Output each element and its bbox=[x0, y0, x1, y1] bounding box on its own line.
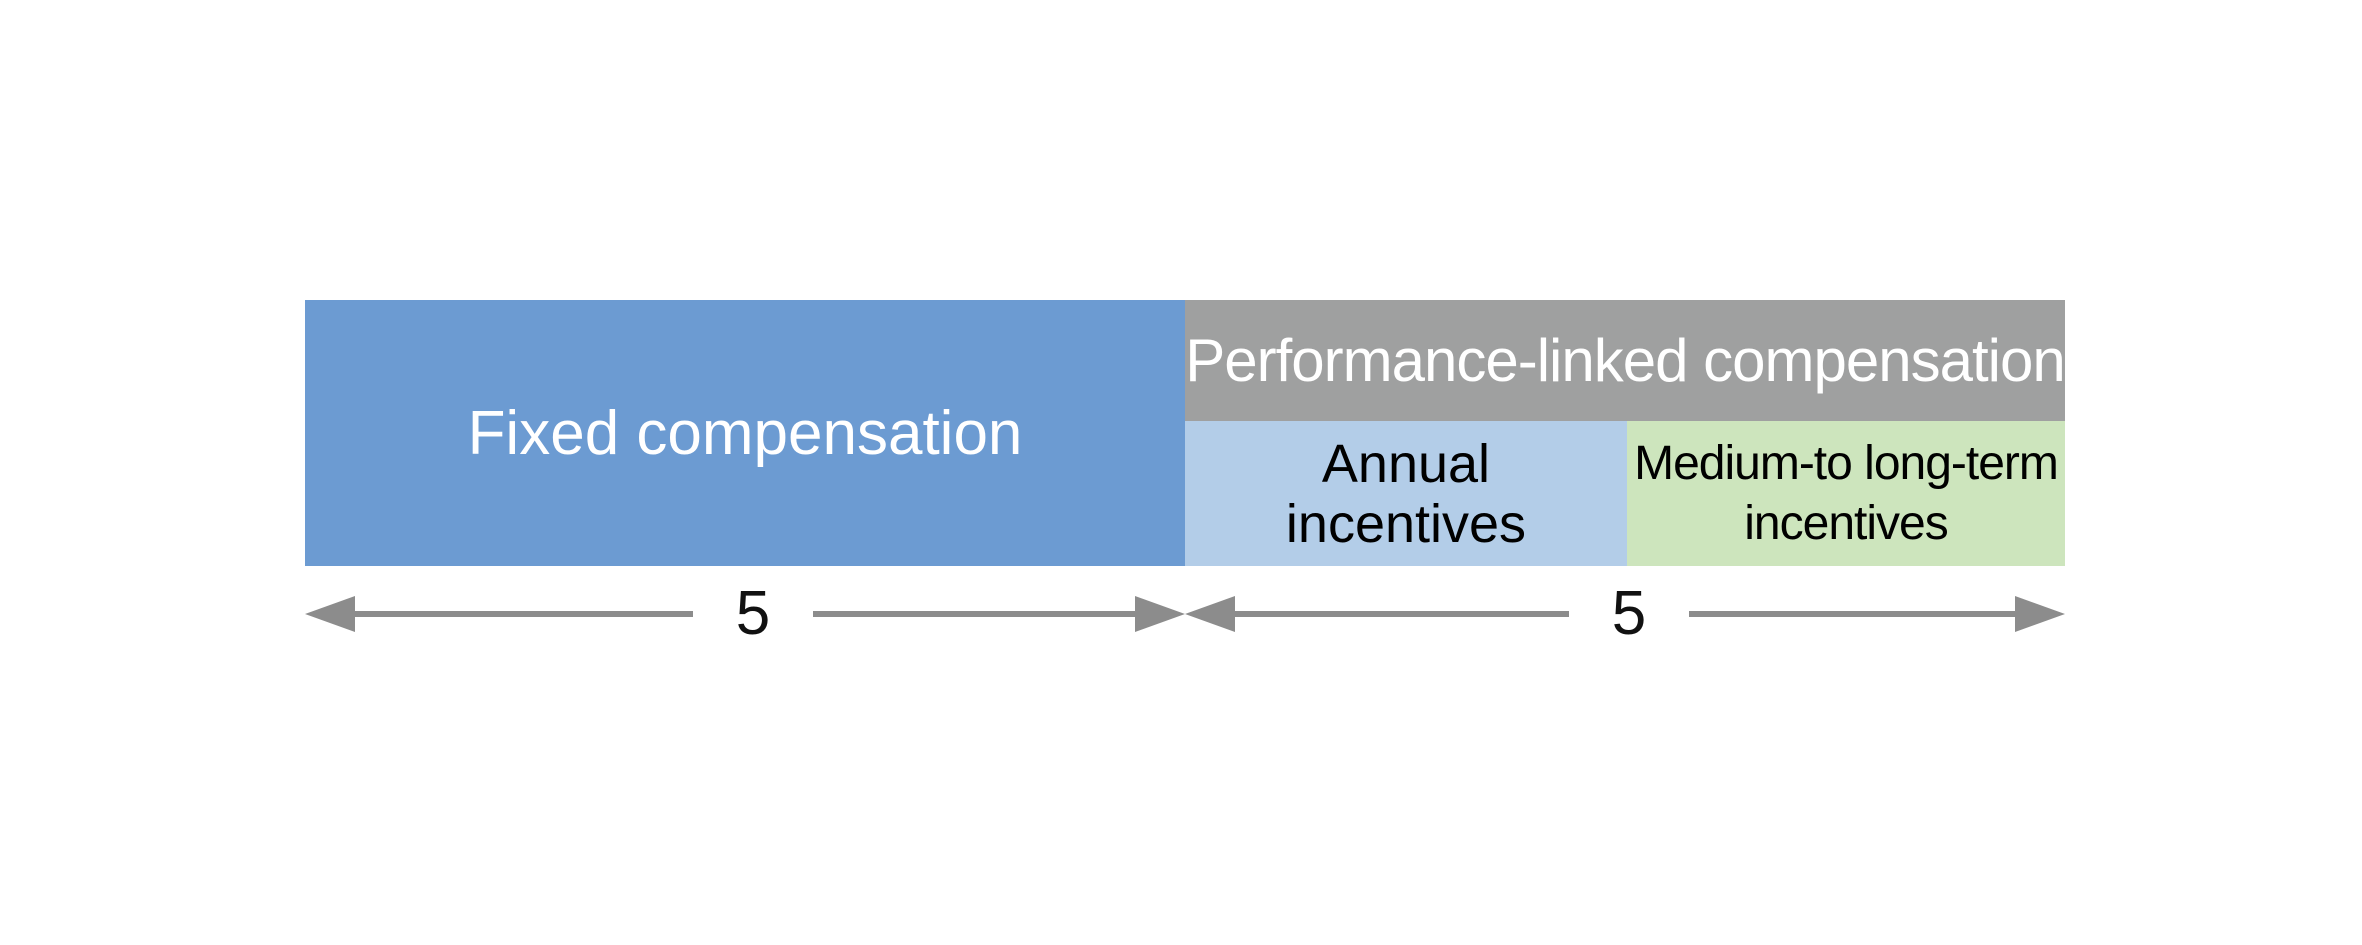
performance-linked-compensation-block: Performance-linked compensation bbox=[1185, 300, 2066, 421]
performance-ratio-value: 5 bbox=[1569, 574, 1689, 654]
annual-incentives-label-line2: incentives bbox=[1285, 493, 1527, 554]
fixed-compensation-label: Fixed compensation bbox=[467, 398, 1023, 468]
left-arrow-head-right bbox=[1135, 596, 1185, 632]
right-arrow-head-right bbox=[2015, 596, 2065, 632]
medium-long-term-incentives-label-line2: incentives bbox=[1744, 496, 1948, 550]
fixed-compensation-block: Fixed compensation bbox=[305, 300, 1185, 566]
left-arrow-head-left bbox=[305, 596, 355, 632]
medium-long-term-incentives-label-line1: Medium-to long-term bbox=[1634, 436, 2059, 490]
annual-incentives-block: Annual incentives bbox=[1185, 421, 1627, 566]
annual-incentives-label: Annual incentives bbox=[1286, 434, 1526, 554]
right-arrow-head-left bbox=[1185, 596, 1235, 632]
medium-long-term-incentives-label: Medium-to long-term incentives bbox=[1634, 434, 2059, 554]
performance-linked-compensation-label: Performance-linked compensation bbox=[1185, 327, 2065, 394]
annual-incentives-label-line1: Annual bbox=[1321, 433, 1491, 494]
fixed-ratio-value: 5 bbox=[693, 574, 813, 654]
medium-long-term-incentives-block: Medium-to long-term incentives bbox=[1627, 421, 2065, 566]
